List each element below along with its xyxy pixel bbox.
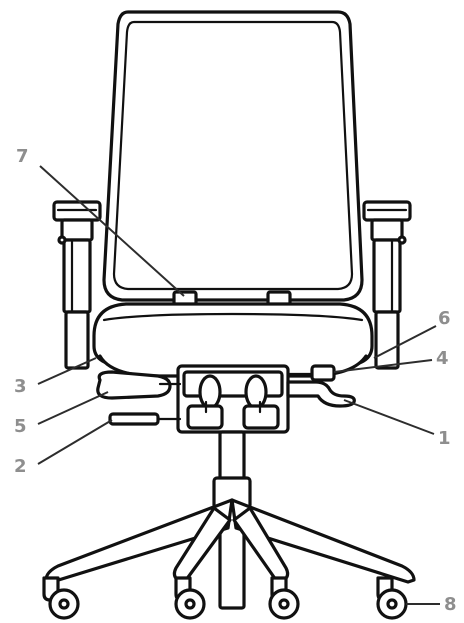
callout-label-1: 1 — [438, 428, 451, 449]
armrest-left — [52, 200, 102, 370]
callout-8: 8 — [406, 594, 457, 615]
callout-label-7: 7 — [16, 146, 29, 167]
callout-label-6: 6 — [438, 308, 451, 329]
callout-label-4: 4 — [436, 348, 449, 369]
callout-6: 6 — [373, 308, 451, 359]
callout-label-2: 2 — [14, 456, 27, 477]
seat-mechanism — [176, 364, 290, 434]
callout-2: 2 — [14, 419, 113, 477]
casters — [42, 576, 408, 620]
callout-5: 5 — [14, 391, 109, 437]
callouts: 7 6 4 3 5 2 1 — [14, 146, 457, 615]
callout-3: 3 — [14, 357, 97, 397]
callout-label-8: 8 — [444, 594, 457, 615]
armrest-right — [362, 200, 412, 370]
callout-1: 1 — [343, 399, 451, 449]
knob-right — [286, 364, 336, 382]
callout-4: 4 — [333, 348, 449, 373]
callout-label-3: 3 — [14, 376, 27, 397]
caster-center-right — [268, 576, 300, 620]
lever-right-paddle — [286, 380, 356, 408]
caster-right — [376, 576, 408, 620]
callout-label-5: 5 — [14, 416, 27, 437]
callout-7: 7 — [16, 146, 185, 297]
caster-center-left — [174, 576, 206, 620]
caster-left — [42, 576, 80, 620]
backrest — [102, 10, 364, 308]
lever-left-upper — [96, 370, 182, 400]
lever-left-lower — [108, 412, 182, 426]
